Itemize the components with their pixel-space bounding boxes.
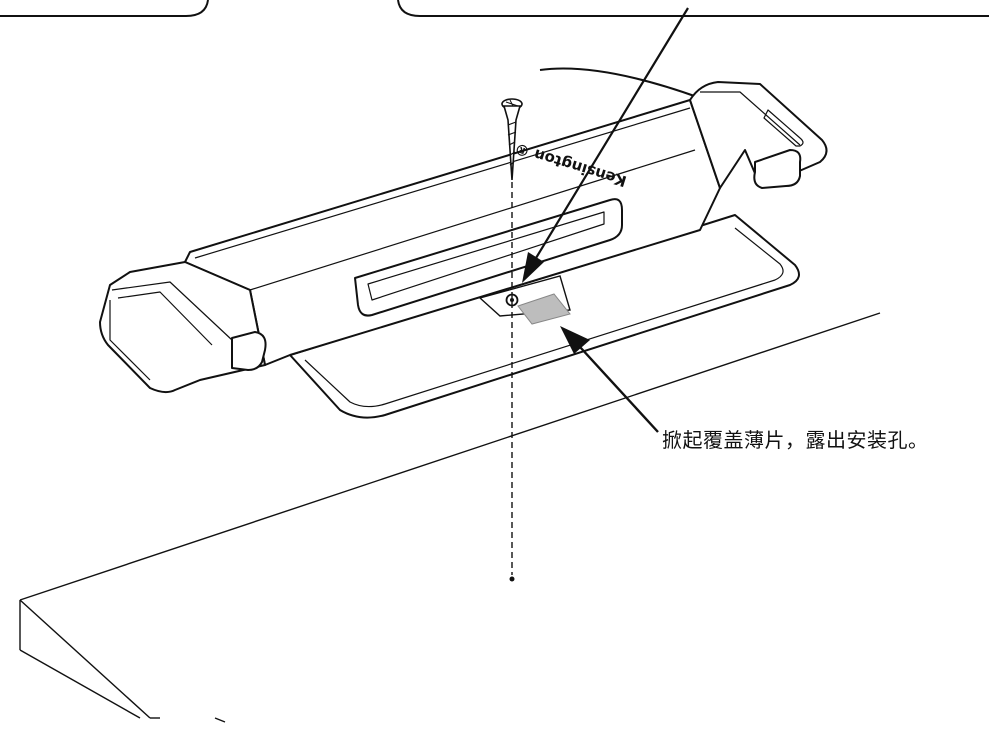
callout-box-left <box>0 0 209 17</box>
cable <box>539 67 701 99</box>
cover-film <box>517 293 571 325</box>
callout-box-right <box>397 0 989 17</box>
peel-film-instruction: 掀起覆盖薄片，露出安装孔。 <box>662 428 929 452</box>
arrow-pointer <box>560 326 659 433</box>
screw-icon <box>501 98 523 181</box>
arrow-top <box>522 7 689 283</box>
desk <box>19 312 881 723</box>
desk-pilot-hole <box>509 576 515 582</box>
